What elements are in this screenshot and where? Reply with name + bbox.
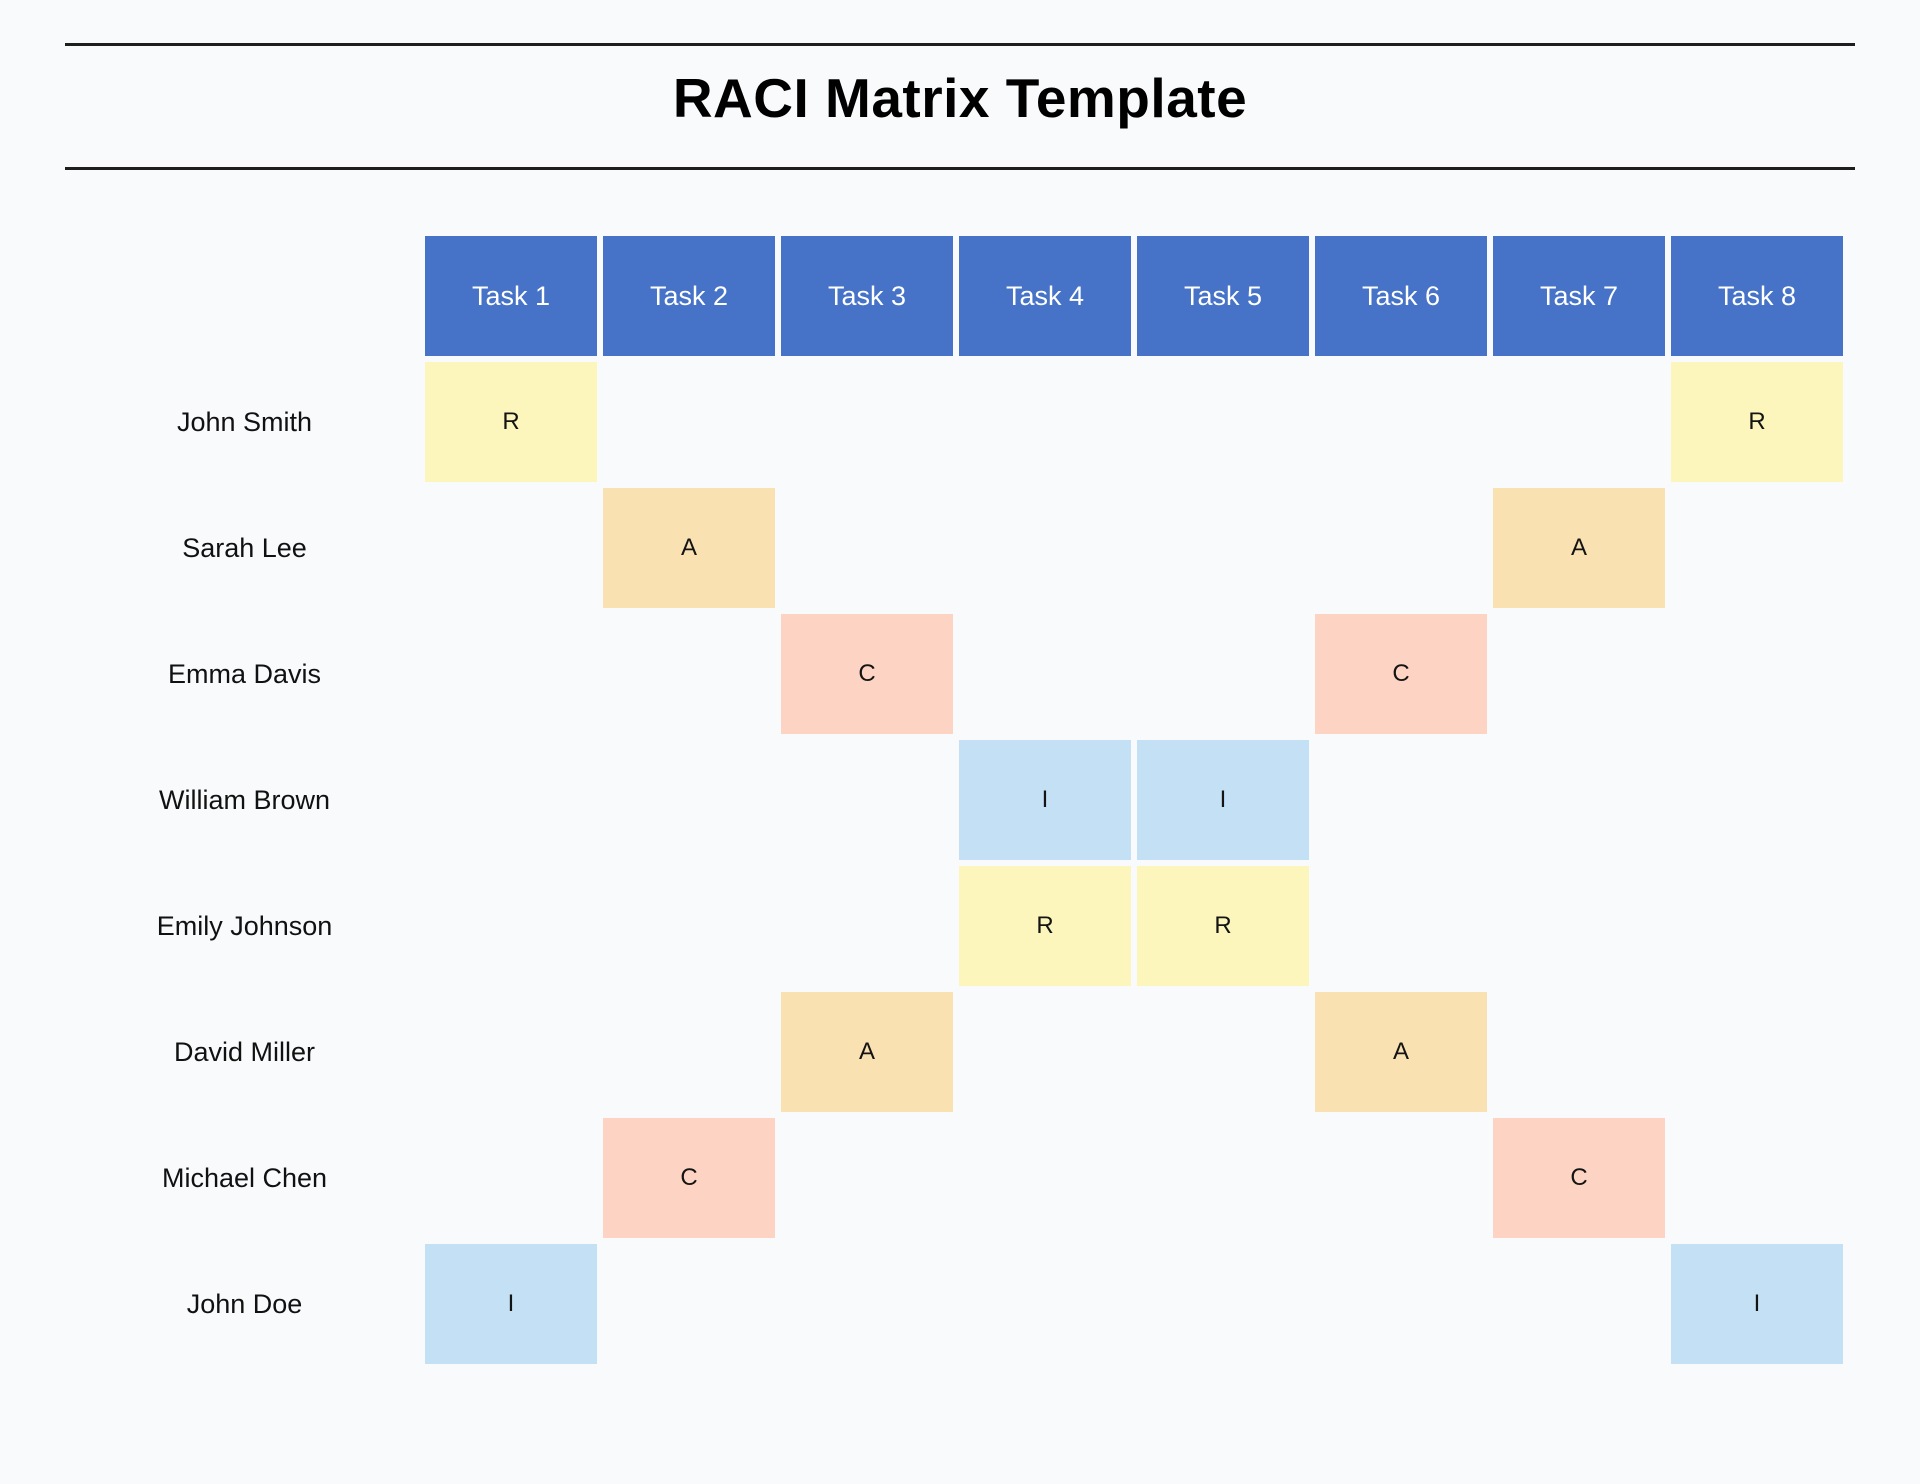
empty-cell bbox=[781, 740, 953, 860]
empty-cell bbox=[1671, 866, 1843, 986]
empty-cell bbox=[1493, 614, 1665, 734]
empty-cell bbox=[1493, 866, 1665, 986]
raci-cell-a: A bbox=[1493, 488, 1665, 608]
empty-cell bbox=[1493, 740, 1665, 860]
empty-cell bbox=[1671, 614, 1843, 734]
empty-cell bbox=[1493, 1244, 1665, 1364]
raci-cell-i: I bbox=[1671, 1244, 1843, 1364]
empty-cell bbox=[603, 614, 775, 734]
empty-cell bbox=[1671, 488, 1843, 608]
task-header: Task 4 bbox=[959, 236, 1131, 356]
empty-cell bbox=[959, 488, 1131, 608]
task-header: Task 6 bbox=[1315, 236, 1487, 356]
empty-cell bbox=[603, 740, 775, 860]
bottom-rule bbox=[65, 167, 1855, 170]
empty-cell bbox=[1137, 992, 1309, 1112]
empty-cell bbox=[1315, 488, 1487, 608]
empty-cell bbox=[781, 362, 953, 482]
empty-cell bbox=[1493, 992, 1665, 1112]
empty-cell bbox=[959, 1244, 1131, 1364]
raci-cell-i: I bbox=[425, 1244, 597, 1364]
person-label: William Brown bbox=[158, 784, 331, 815]
empty-cell bbox=[1137, 488, 1309, 608]
empty-cell bbox=[603, 992, 775, 1112]
raci-cell-c: C bbox=[781, 614, 953, 734]
person-label: Michael Chen bbox=[161, 1162, 328, 1193]
person-label: David Miller bbox=[173, 1036, 316, 1067]
empty-cell bbox=[1315, 1244, 1487, 1364]
person-label: John Doe bbox=[186, 1288, 303, 1319]
raci-cell-r: R bbox=[1671, 362, 1843, 482]
task-header: Task 8 bbox=[1671, 236, 1843, 356]
raci-cell-a: A bbox=[781, 992, 953, 1112]
empty-cell bbox=[1137, 1244, 1309, 1364]
empty-cell bbox=[1315, 362, 1487, 482]
raci-cell-c: C bbox=[1315, 614, 1487, 734]
raci-cell-r: R bbox=[1137, 866, 1309, 986]
raci-cell-a: A bbox=[603, 488, 775, 608]
task-header: Task 1 bbox=[425, 236, 597, 356]
empty-cell bbox=[425, 992, 597, 1112]
raci-cell-c: C bbox=[603, 1118, 775, 1238]
empty-cell bbox=[1315, 866, 1487, 986]
empty-cell bbox=[603, 1244, 775, 1364]
empty-cell bbox=[1137, 1118, 1309, 1238]
person-label: John Smith bbox=[176, 406, 313, 437]
empty-cell bbox=[1671, 1118, 1843, 1238]
empty-cell bbox=[959, 614, 1131, 734]
person-label: Emma Davis bbox=[167, 658, 322, 689]
empty-cell bbox=[425, 1118, 597, 1238]
raci-cell-i: I bbox=[1137, 740, 1309, 860]
empty-cell bbox=[781, 866, 953, 986]
empty-cell bbox=[1315, 740, 1487, 860]
empty-cell bbox=[1671, 740, 1843, 860]
empty-cell bbox=[603, 362, 775, 482]
task-header: Task 7 bbox=[1493, 236, 1665, 356]
empty-cell bbox=[1671, 992, 1843, 1112]
raci-cell-i: I bbox=[959, 740, 1131, 860]
empty-cell bbox=[1315, 1118, 1487, 1238]
raci-cell-c: C bbox=[1493, 1118, 1665, 1238]
empty-cell bbox=[1137, 362, 1309, 482]
task-header: Task 3 bbox=[781, 236, 953, 356]
empty-cell bbox=[959, 1118, 1131, 1238]
task-header: Task 2 bbox=[603, 236, 775, 356]
empty-cell bbox=[781, 1244, 953, 1364]
person-label: Emily Johnson bbox=[156, 910, 333, 941]
raci-cell-r: R bbox=[425, 362, 597, 482]
empty-cell bbox=[425, 488, 597, 608]
empty-cell bbox=[603, 866, 775, 986]
empty-cell bbox=[781, 488, 953, 608]
empty-cell bbox=[959, 992, 1131, 1112]
page-title: RACI Matrix Template bbox=[672, 67, 1248, 129]
task-header: Task 5 bbox=[1137, 236, 1309, 356]
empty-cell bbox=[1137, 614, 1309, 734]
empty-cell bbox=[425, 614, 597, 734]
corner-spacer bbox=[0, 236, 419, 356]
person-label: Sarah Lee bbox=[182, 532, 307, 563]
empty-cell bbox=[959, 362, 1131, 482]
empty-cell bbox=[425, 866, 597, 986]
empty-cell bbox=[781, 1118, 953, 1238]
raci-cell-r: R bbox=[959, 866, 1131, 986]
empty-cell bbox=[425, 740, 597, 860]
top-rule bbox=[65, 43, 1855, 46]
empty-cell bbox=[1493, 362, 1665, 482]
raci-cell-a: A bbox=[1315, 992, 1487, 1112]
